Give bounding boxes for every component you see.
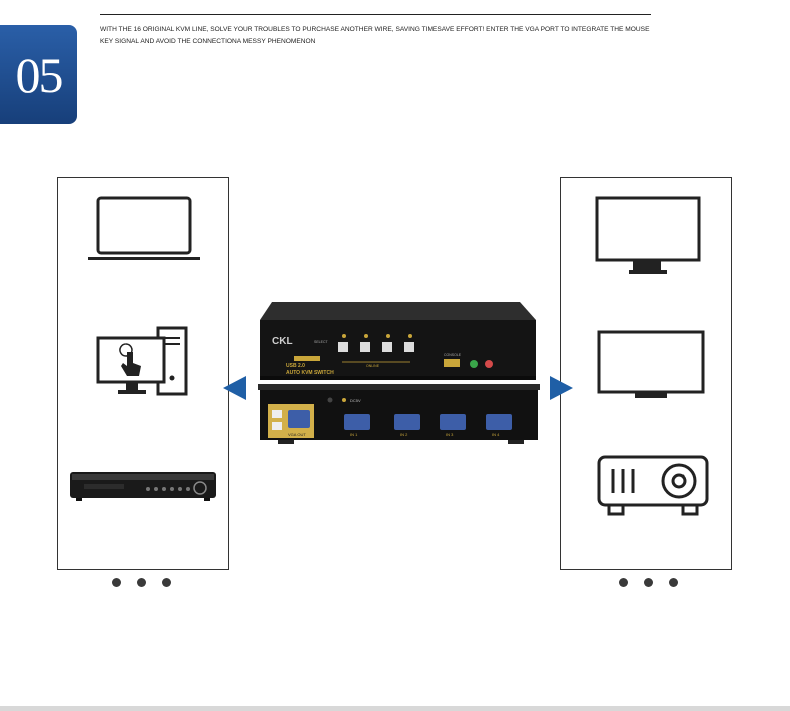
online-label: ONLINE	[366, 364, 380, 368]
dc-label: DC5V	[350, 398, 361, 403]
dot	[644, 578, 653, 587]
vga-in-label-3: IN 3	[446, 432, 454, 437]
television-icon	[597, 330, 705, 398]
dot	[162, 578, 171, 587]
vga-in-label-4: IN 4	[492, 432, 500, 437]
select-button-4	[404, 342, 414, 352]
select-button-3	[382, 342, 392, 352]
step-badge: 05	[0, 25, 77, 124]
footer-bar	[0, 706, 790, 711]
model-bottom-label: AUTO KVM SWITCH	[286, 370, 334, 376]
dvr-recorder-icon	[70, 472, 216, 501]
display-devices-panel	[560, 177, 732, 570]
right-arrow-icon	[550, 376, 573, 400]
select-button-1	[338, 342, 348, 352]
dot	[619, 578, 628, 587]
vga-in-label-1: IN 1	[350, 432, 358, 437]
console-label: CONSOLE	[444, 353, 462, 357]
source-devices-panel	[57, 177, 229, 570]
brand-logo: CKL	[272, 336, 293, 347]
laptop-icon	[88, 196, 200, 260]
vga-in-port-2	[394, 414, 420, 430]
select-button-2	[360, 342, 370, 352]
top-divider	[100, 14, 651, 15]
select-label: SELECT	[314, 340, 328, 344]
vga-out-label: VGA OUT	[288, 432, 306, 437]
desktop-computer-icon	[96, 326, 188, 396]
model-top-label: USB 2.0	[286, 363, 305, 369]
kvm-rear-panel: VGA OUT DC5V IN 1 IN 2 IN 3 IN 4	[258, 384, 540, 444]
dot	[112, 578, 121, 587]
vga-in-label-2: IN 2	[400, 432, 408, 437]
description-text: WITH THE 16 ORIGINAL KVM LINE, SOLVE YOU…	[100, 26, 650, 45]
vga-out-port	[288, 410, 310, 428]
kvm-switch-device: CKL SELECT ONLINE USB 2.0 AUTO KVM SWITC…	[258, 302, 540, 444]
dot	[669, 578, 678, 587]
left-more-dots	[112, 578, 171, 587]
mic-in-port	[485, 360, 493, 368]
kvm-front-panel: CKL SELECT ONLINE USB 2.0 AUTO KVM SWITC…	[260, 302, 536, 380]
front-usb-port	[444, 359, 460, 367]
step-number: 05	[15, 46, 64, 103]
left-arrow-icon	[223, 376, 246, 400]
right-more-dots	[619, 578, 678, 587]
vga-in-port-3	[440, 414, 466, 430]
dot	[137, 578, 146, 587]
monitor-icon	[595, 196, 701, 274]
vga-in-port-1	[344, 414, 370, 430]
vga-in-port-4	[486, 414, 512, 430]
audio-out-port	[470, 360, 478, 368]
projector-icon	[597, 455, 709, 516]
